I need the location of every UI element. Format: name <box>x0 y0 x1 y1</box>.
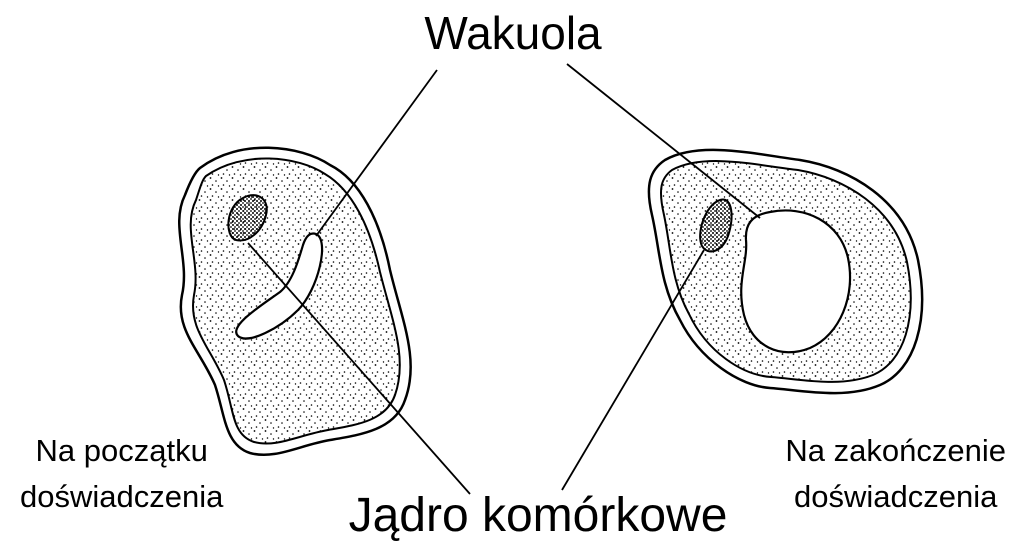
cell-start <box>179 148 410 455</box>
vacuole-label: Wakuola <box>0 6 1018 60</box>
cell-end <box>649 150 922 393</box>
stage-label-start-line1: Na początku <box>20 428 223 474</box>
stage-label-start: Na początku doświadczenia <box>20 428 223 520</box>
stage-label-end-line1: Na zakończenie <box>785 428 1006 474</box>
stage-label-end: Na zakończenie doświadczenia <box>785 428 1006 520</box>
stage-label-start-line2: doświadczenia <box>20 474 223 520</box>
leader-nucleus-end <box>562 250 704 490</box>
leader-vacuole-start <box>316 70 437 236</box>
stage-label-end-line2: doświadczenia <box>785 474 1006 520</box>
